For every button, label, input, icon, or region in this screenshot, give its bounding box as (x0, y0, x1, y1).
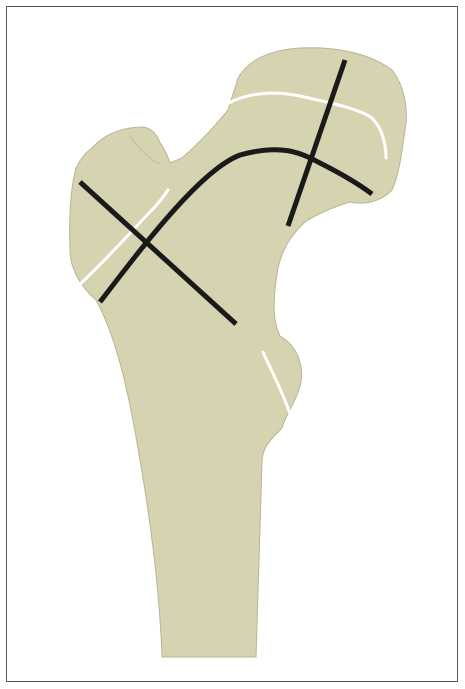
femur-body (70, 48, 407, 657)
